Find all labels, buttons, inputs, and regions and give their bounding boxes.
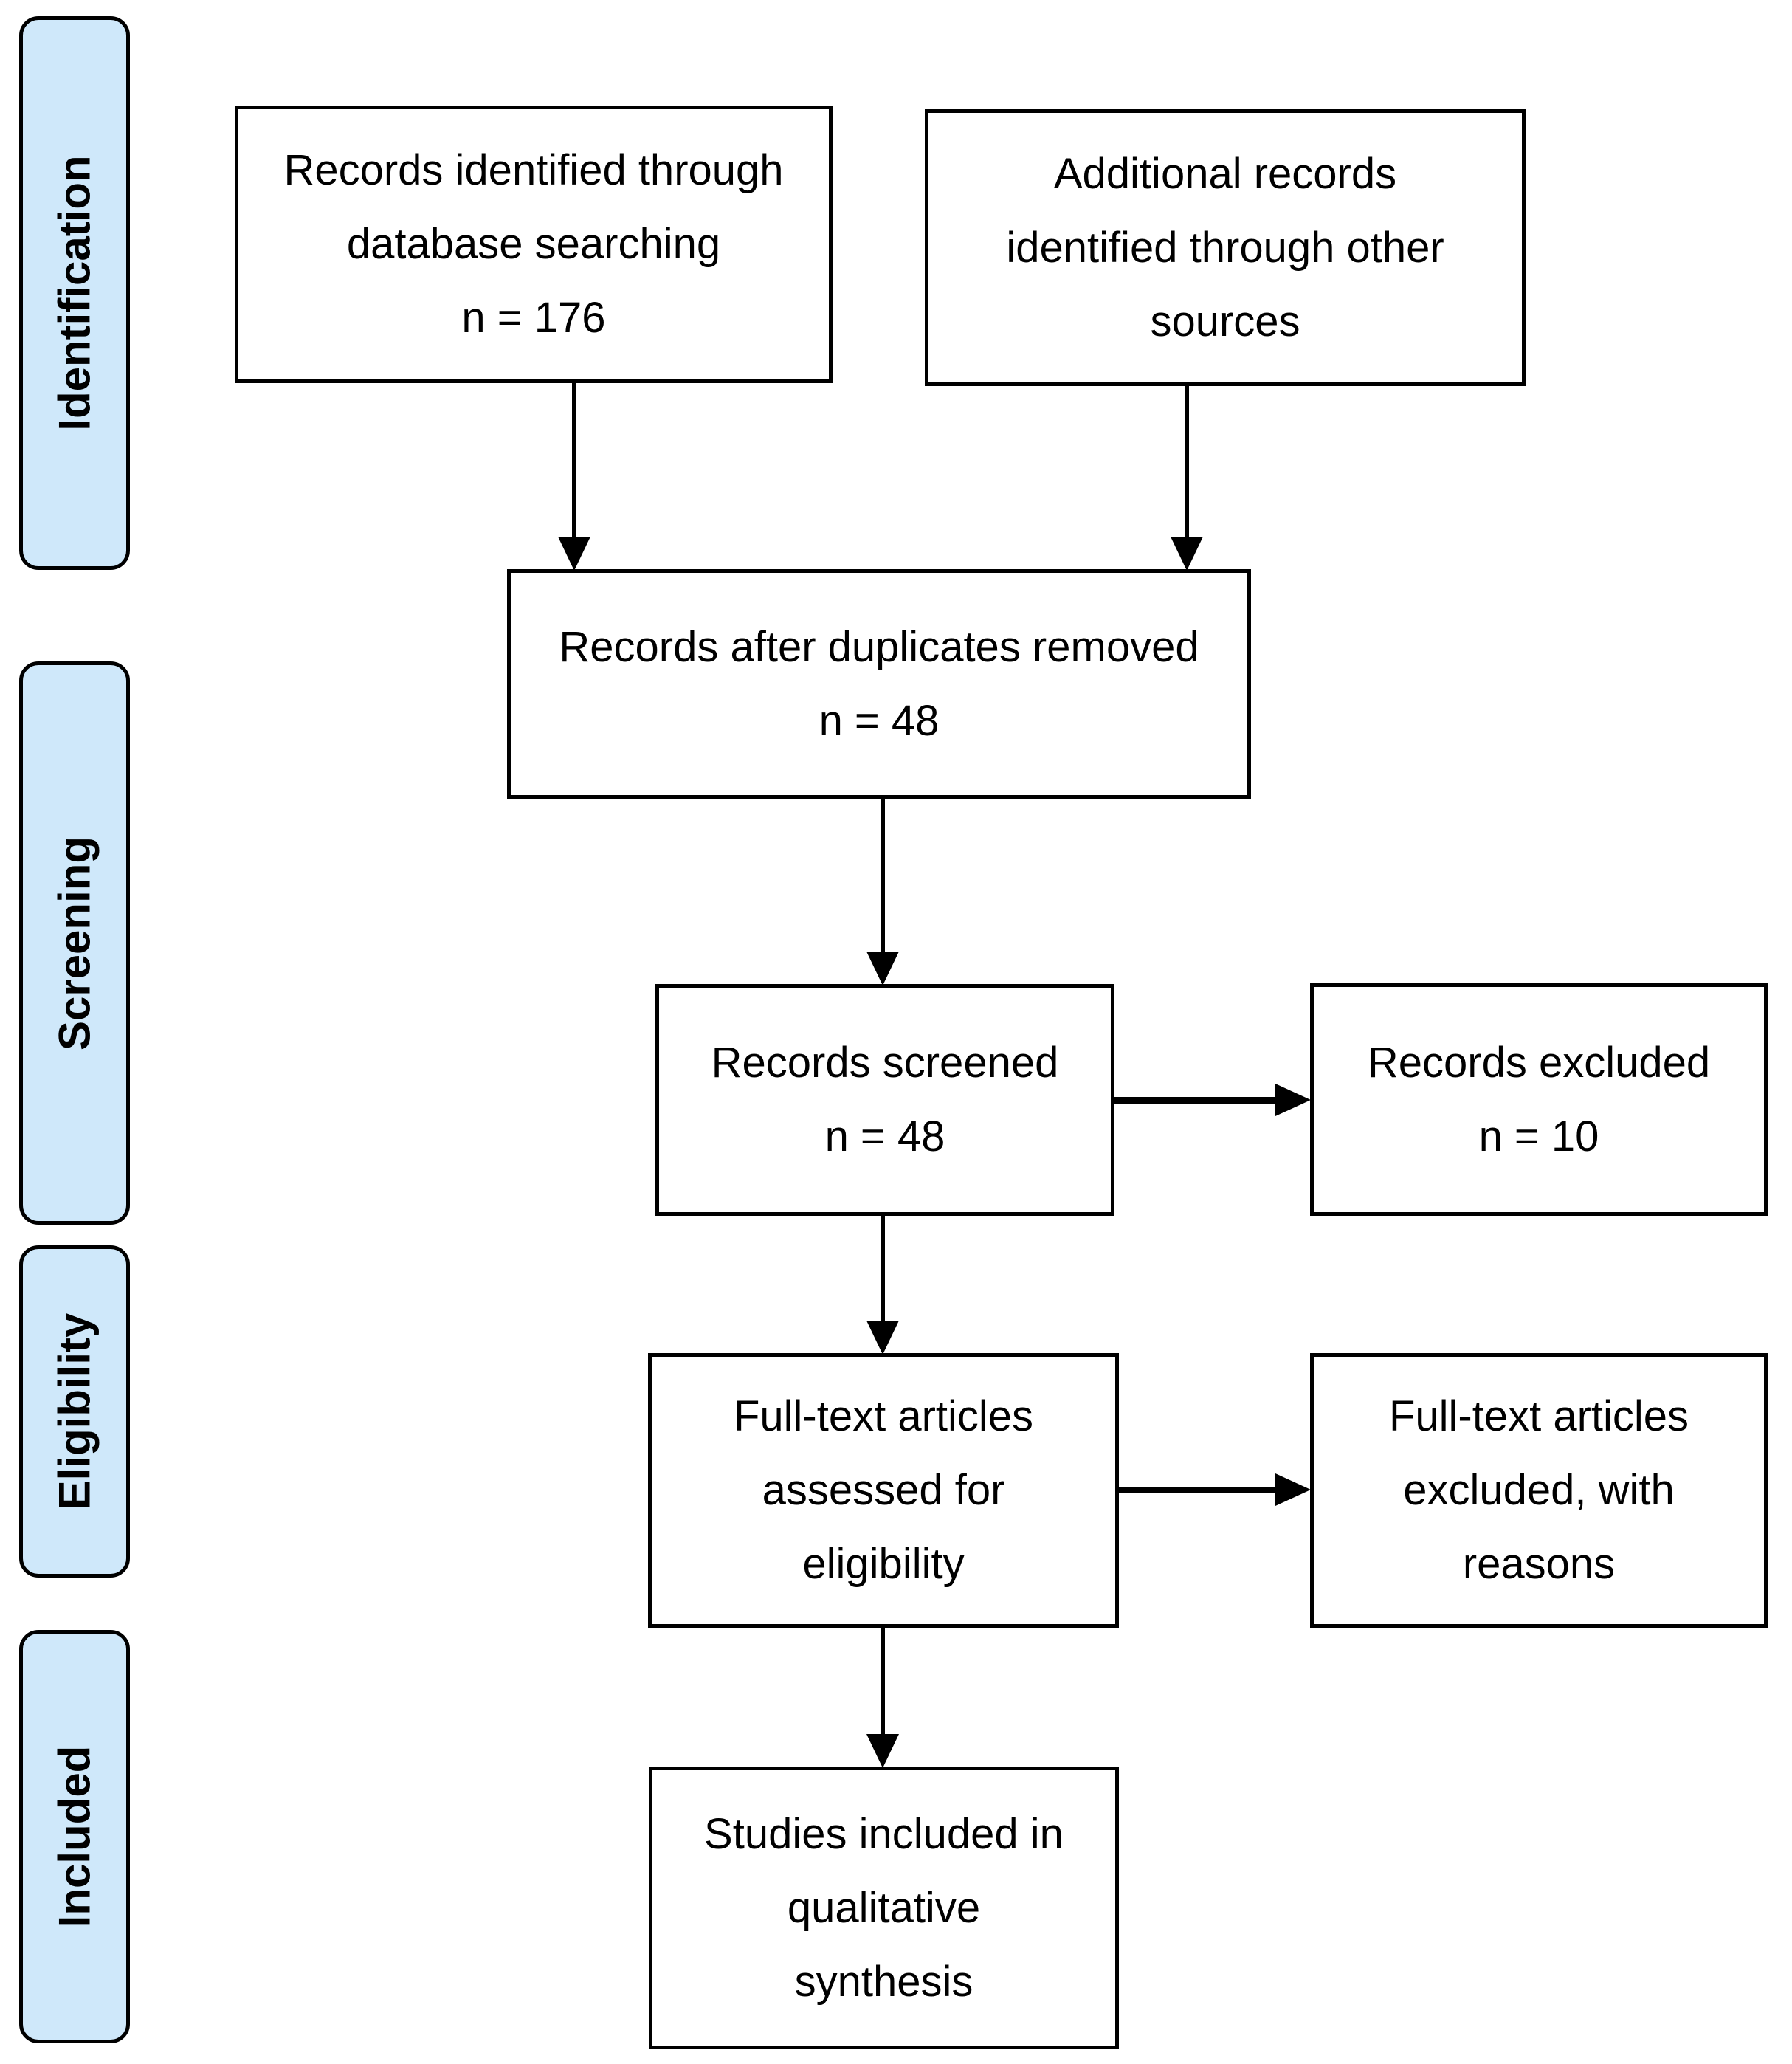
stage-included: Included — [19, 1630, 130, 2043]
node-text-line: Studies included in — [704, 1809, 1064, 1858]
stage-identification: Identification — [19, 16, 130, 570]
connector-additional-to-duplicates-line — [1185, 386, 1189, 537]
node-text-line: Records screened — [711, 1039, 1059, 1087]
node-text-line: eligibility — [802, 1540, 965, 1588]
node-text-line: assessed for — [762, 1466, 1005, 1514]
node-records-identified: Records identified through database sear… — [235, 106, 833, 383]
node-text-line: reasons — [1462, 1540, 1616, 1588]
node-text-line: Records excluded — [1367, 1038, 1711, 1087]
stage-screening-label: Screening — [49, 836, 100, 1050]
node-records-screened: Records screened n = 48 — [655, 984, 1114, 1216]
node-text-line: Records after duplicates removed — [559, 622, 1199, 671]
node-text-line: qualitative — [787, 1883, 981, 1932]
stage-included-label: Included — [49, 1745, 100, 1928]
connector-screened-to-fulltext-line — [881, 1216, 885, 1321]
node-text-line: n = 48 — [824, 1112, 945, 1160]
connector-additional-to-duplicates-arrowhead-icon — [1171, 537, 1203, 571]
connector-screened-to-fulltext-arrowhead-icon — [866, 1321, 899, 1355]
stage-eligibility-label: Eligibility — [49, 1313, 100, 1510]
connector-fulltext-to-ftexcluded-line — [1119, 1487, 1275, 1493]
connector-duplicates-to-screened-arrowhead-icon — [866, 952, 899, 985]
node-text-line: Full-text articles — [733, 1392, 1034, 1440]
stage-identification-label: Identification — [49, 155, 100, 431]
connector-identified-to-duplicates-arrowhead-icon — [558, 537, 590, 571]
connector-duplicates-to-screened-line — [881, 799, 885, 952]
connector-screened-to-excluded-arrowhead-icon — [1275, 1084, 1311, 1116]
connector-fulltext-to-included-line — [881, 1628, 885, 1734]
node-after-duplicates: Records after duplicates removed n = 48 — [507, 569, 1251, 799]
node-text-line: sources — [1150, 297, 1300, 345]
node-studies-included: Studies included in qualitative synthesi… — [649, 1767, 1119, 2049]
connector-fulltext-to-included-arrowhead-icon — [866, 1734, 899, 1768]
connector-screened-to-excluded-line — [1114, 1097, 1275, 1104]
node-text-line: identified through other — [1006, 223, 1444, 272]
node-fulltext-assessed: Full-text articles assessed for eligibil… — [648, 1353, 1119, 1628]
node-text-line: Additional records — [1053, 149, 1397, 198]
node-fulltext-excluded: Full-text articles excluded, with reason… — [1310, 1353, 1768, 1628]
stage-eligibility: Eligibility — [19, 1245, 130, 1578]
stage-screening: Screening — [19, 661, 130, 1225]
node-text-line: n = 176 — [461, 294, 606, 342]
node-text-line: excluded, with — [1403, 1466, 1675, 1514]
node-text-line: n = 48 — [819, 696, 940, 745]
node-text-line: n = 10 — [1478, 1112, 1599, 1160]
node-text-line: synthesis — [794, 1957, 973, 2006]
connector-fulltext-to-ftexcluded-arrowhead-icon — [1275, 1473, 1311, 1506]
node-additional-records: Additional records identified through ot… — [925, 109, 1526, 386]
node-text-line: Full-text articles — [1388, 1392, 1689, 1440]
connector-identified-to-duplicates-line — [572, 383, 576, 537]
node-text-line: database searching — [346, 220, 721, 268]
node-records-excluded: Records excluded n = 10 — [1310, 983, 1768, 1216]
node-text-line: Records identified through — [283, 146, 784, 194]
